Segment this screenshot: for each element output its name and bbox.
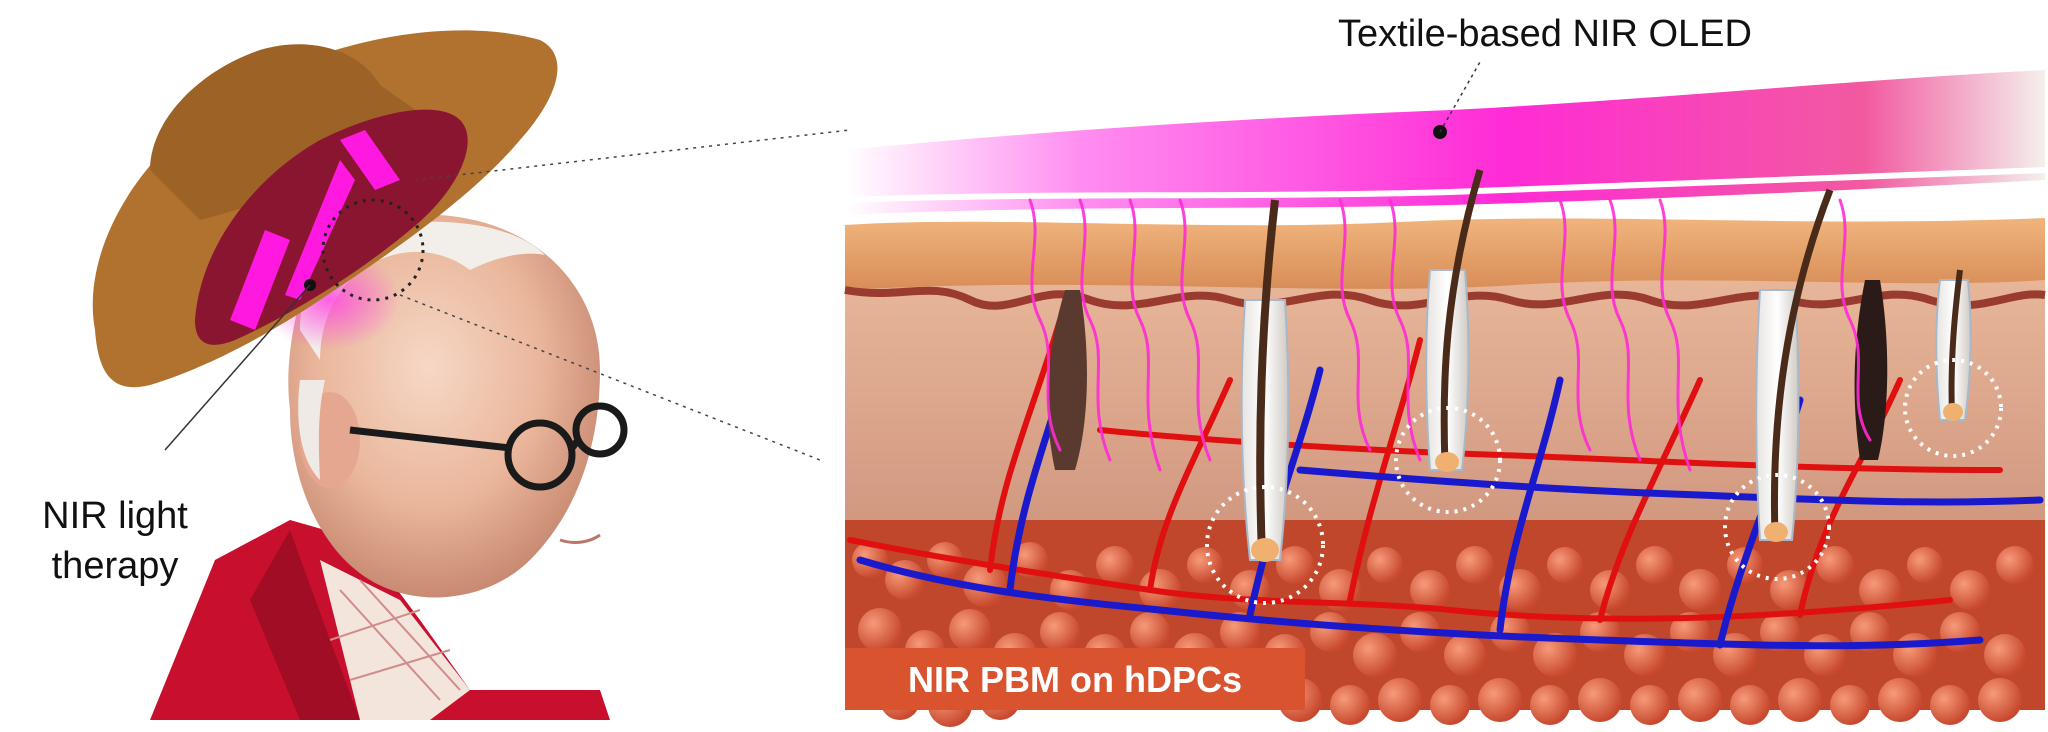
therapy-callout-line xyxy=(164,284,311,451)
hair-follicle-1 xyxy=(1240,199,1290,562)
zoom-line-top xyxy=(414,129,851,181)
hat-crown xyxy=(150,44,430,220)
oled-label: Textile-based NIR OLED xyxy=(1338,13,1752,55)
shirt-pattern xyxy=(329,579,461,701)
oled-strip-3 xyxy=(340,130,400,190)
nir-light-rays xyxy=(1028,198,1872,472)
hair-side xyxy=(298,380,325,480)
mouth xyxy=(559,533,601,544)
hdpc-circle-1 xyxy=(1205,485,1325,605)
skin-cross-section xyxy=(844,61,2046,727)
therapy-label-line2: therapy xyxy=(52,545,179,587)
hair-follicle-2 xyxy=(1425,169,1484,472)
hdpc-circle-4 xyxy=(1903,358,2003,458)
therapy-label-line1: NIR light xyxy=(42,495,188,537)
oled-white-edge xyxy=(844,167,2046,203)
pbm-badge xyxy=(845,648,1305,710)
head-highlight-circle xyxy=(321,198,425,302)
dark-hair-shaft-1 xyxy=(1047,290,1087,470)
person-with-hat xyxy=(92,30,628,720)
zoom-line-bottom xyxy=(399,294,821,461)
pbm-label: NIR PBM on hDPCs xyxy=(908,659,1242,700)
hdpc-circle-3 xyxy=(1723,473,1831,581)
jacket-lapel xyxy=(250,530,360,720)
shirt xyxy=(320,560,470,720)
glasses xyxy=(349,402,628,491)
epidermis xyxy=(845,218,2045,290)
oled-strip-2 xyxy=(285,160,355,300)
hair-follicle-4 xyxy=(1935,269,1972,421)
hdpc-circle-2 xyxy=(1394,406,1502,514)
oled-strip-1 xyxy=(230,230,290,330)
hdpc-highlight-circles xyxy=(1205,358,2003,605)
dark-hair-shaft-2 xyxy=(1854,280,1888,460)
